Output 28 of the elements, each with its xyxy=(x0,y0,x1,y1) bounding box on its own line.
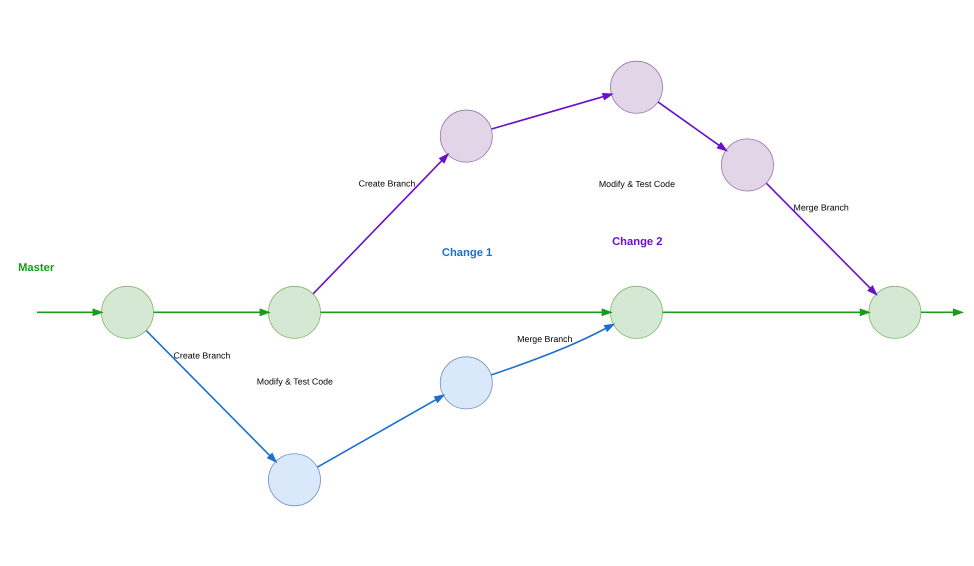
arrow xyxy=(320,308,613,316)
label: Change 2 xyxy=(612,235,663,248)
label: Modify & Test Code xyxy=(598,178,675,189)
arrow xyxy=(317,394,446,468)
label: Modify & Test Code xyxy=(256,376,333,386)
arrow xyxy=(312,152,450,294)
arrow xyxy=(921,308,964,316)
arrow xyxy=(491,322,616,376)
edge-label: Merge Branch xyxy=(517,333,572,344)
node-circle xyxy=(721,138,774,191)
node-circle xyxy=(440,356,493,409)
edge-label: Create Branch xyxy=(174,350,230,360)
node-circle xyxy=(268,452,321,506)
arrow xyxy=(658,100,728,152)
arrow xyxy=(766,182,878,296)
edge-label: Create Branch xyxy=(358,178,416,188)
edge-label: Merge Branch xyxy=(794,202,849,212)
label: Master xyxy=(18,262,54,274)
node-circle xyxy=(268,285,321,338)
arrow xyxy=(662,308,871,316)
node-circle xyxy=(610,60,663,114)
arrow xyxy=(154,308,271,316)
label: Change 1 xyxy=(442,246,492,259)
node-circle xyxy=(101,285,154,338)
node-circle xyxy=(610,285,663,338)
arrow xyxy=(146,330,278,463)
arrow xyxy=(36,308,104,316)
arrow xyxy=(491,92,614,130)
